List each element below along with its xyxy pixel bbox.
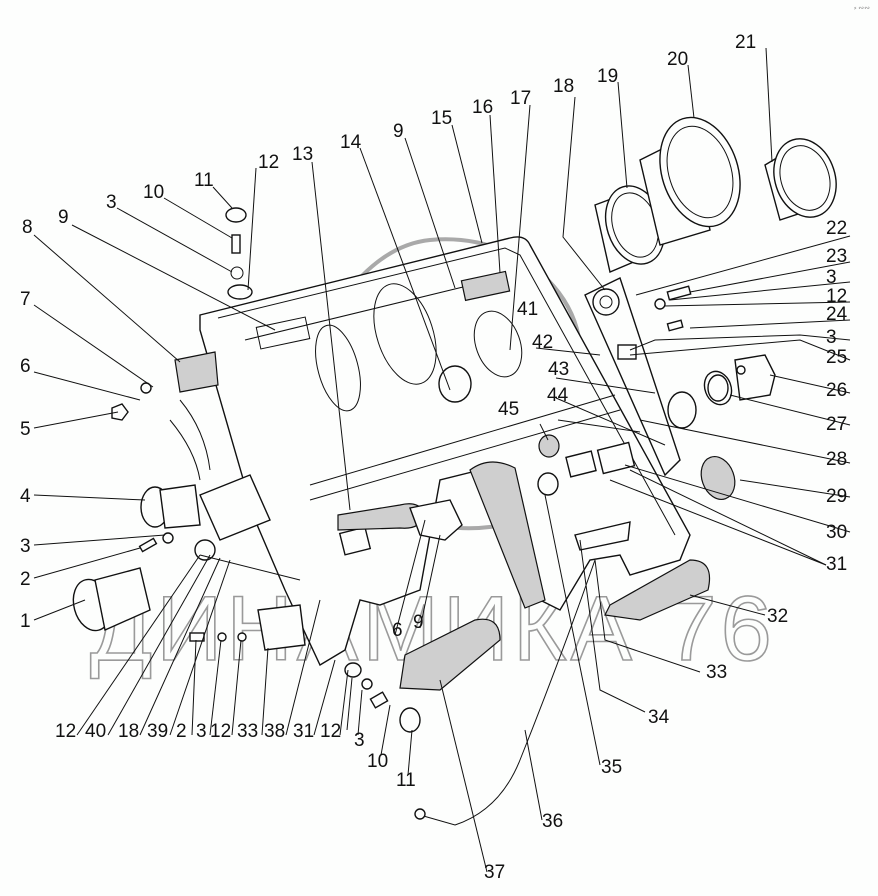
callout-12-top: 12 (258, 152, 279, 173)
callout-3-top-left: 3 (106, 192, 117, 213)
callout-18: 18 (553, 76, 574, 97)
callout-45: 45 (498, 399, 519, 420)
callout-labels: 1 2 3 4 5 6 7 8 9 3 10 11 12 13 14 9 15 … (20, 32, 848, 883)
leader-lines (33, 47, 851, 873)
callout-bottom-31: 31 (293, 721, 314, 742)
callout-bottom-40: 40 (85, 721, 106, 742)
callout-43: 43 (548, 359, 569, 380)
callout-10-lower: 10 (367, 751, 388, 772)
callout-6-lower: 6 (392, 620, 403, 641)
callout-14: 14 (340, 132, 362, 153)
callout-9-top-center: 9 (393, 121, 404, 142)
callout-3-right-b: 3 (826, 327, 837, 348)
callout-7: 7 (20, 289, 31, 310)
gauge-20 (639, 116, 741, 246)
callout-31-right: 31 (826, 554, 847, 575)
callout-1: 1 (20, 611, 31, 632)
callout-10-top: 10 (143, 182, 164, 203)
callout-33-right: 33 (706, 662, 727, 683)
callout-3: 3 (20, 536, 31, 557)
callout-44: 44 (547, 385, 569, 406)
callout-15: 15 (431, 108, 452, 129)
callout-26: 26 (826, 380, 847, 401)
callout-20: 20 (667, 49, 688, 70)
lower-covers (344, 521, 711, 826)
top-fasteners (225, 207, 746, 402)
callout-bottom-12: 12 (55, 721, 76, 742)
callout-bottom-3: 3 (196, 721, 207, 742)
callout-3-lower: 3 (354, 730, 365, 751)
gauge-19 (594, 185, 666, 273)
callout-4: 4 (20, 486, 31, 507)
left-hardware (72, 351, 306, 651)
callout-5: 5 (20, 419, 31, 440)
callout-24: 24 (826, 304, 848, 325)
callout-6: 6 (20, 356, 31, 377)
callout-bottom-12b: 12 (210, 721, 231, 742)
gauge-cluster (594, 116, 837, 273)
callout-23: 23 (826, 246, 847, 267)
callout-bottom-18: 18 (118, 721, 139, 742)
callout-30: 30 (826, 522, 847, 543)
callout-22: 22 (826, 218, 847, 239)
callout-27: 27 (826, 414, 847, 435)
instrument-panel (199, 236, 691, 666)
callout-9-lower: 9 (413, 612, 424, 633)
callout-bottom-12c: 12 (320, 721, 341, 742)
callout-2: 2 (20, 569, 31, 590)
callout-29: 29 (826, 486, 847, 507)
callout-41: 41 (517, 299, 538, 320)
callout-9-top-left: 9 (58, 207, 69, 228)
callout-11-lower: 11 (396, 770, 416, 791)
callout-8: 8 (22, 217, 33, 238)
callout-35: 35 (601, 757, 622, 778)
callout-11-top: 11 (194, 170, 214, 191)
callout-36: 36 (542, 811, 563, 832)
gauge-21 (764, 138, 837, 221)
callout-16: 16 (472, 97, 493, 118)
callout-28: 28 (826, 449, 847, 470)
callout-bottom-38: 38 (264, 721, 285, 742)
callout-bottom-39: 39 (147, 721, 168, 742)
callout-21: 21 (735, 32, 756, 53)
callout-bottom-33: 33 (237, 721, 258, 742)
callout-34: 34 (648, 707, 670, 728)
callout-13: 13 (292, 144, 313, 165)
callout-19: 19 (597, 66, 618, 87)
callout-17: 17 (510, 88, 531, 109)
callout-bottom-2: 2 (176, 721, 187, 742)
callout-42: 42 (532, 332, 553, 353)
callout-37: 37 (484, 862, 505, 883)
callout-3-right-a: 3 (826, 267, 837, 288)
callout-25: 25 (826, 347, 847, 368)
callout-12-right: 12 (826, 286, 847, 307)
corner-mark: ⸗ ∾∾ (853, 5, 870, 12)
callout-32: 32 (767, 606, 788, 627)
